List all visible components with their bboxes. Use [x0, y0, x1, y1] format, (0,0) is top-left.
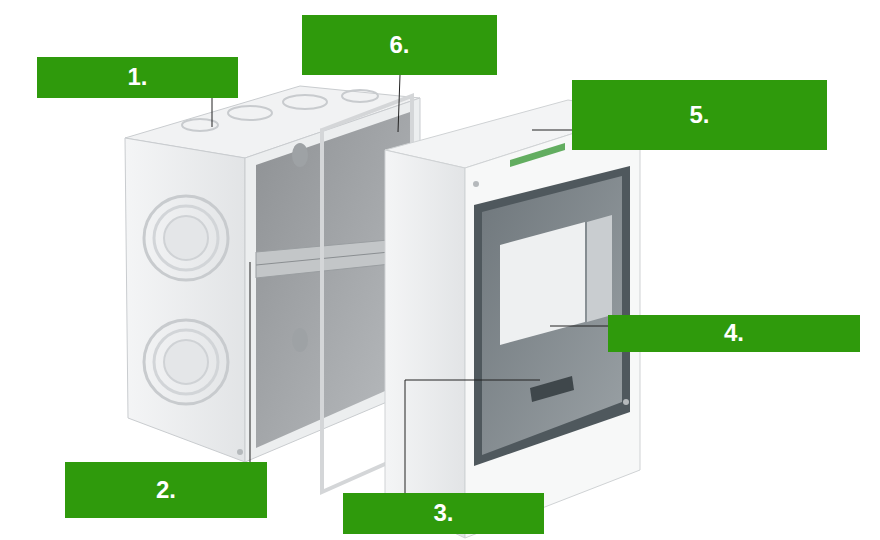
illustration-part	[474, 166, 630, 466]
callout-number: 4.	[724, 320, 744, 346]
callout-number: 1.	[127, 64, 147, 90]
illustration-part	[292, 328, 308, 352]
illustration-part	[510, 143, 565, 167]
callout-box: 4.	[608, 315, 860, 352]
enclosure-base	[125, 86, 420, 462]
illustration-part	[623, 399, 629, 405]
callout-number: 5.	[689, 102, 709, 128]
illustration-part	[212, 98, 213, 127]
illustration-part	[283, 95, 327, 109]
illustration-part	[292, 143, 308, 167]
illustration-part	[164, 216, 208, 260]
illustration-part	[532, 130, 572, 131]
illustration-part	[144, 320, 228, 404]
illustration-part	[144, 196, 228, 280]
illustration-part	[164, 340, 208, 384]
callout-number: 6.	[389, 32, 409, 58]
illustration-part	[342, 90, 378, 102]
callout-box: 2.	[65, 462, 267, 518]
illustration-part	[550, 326, 608, 327]
illustration-part	[250, 262, 251, 462]
illustration-part	[405, 380, 540, 493]
callout-number: 3.	[433, 500, 453, 526]
illustration-part	[398, 75, 400, 132]
illustration-part	[473, 181, 479, 187]
callout-box: 3.	[343, 493, 544, 534]
illustration-part	[500, 222, 585, 345]
illustration-part	[587, 215, 612, 322]
leader-lines	[212, 75, 608, 493]
illustration-part	[182, 119, 218, 131]
callout-number: 2.	[156, 477, 176, 503]
illustration-part	[482, 176, 622, 455]
callout-box: 1.	[37, 57, 238, 98]
illustration-part	[228, 106, 272, 120]
enclosure-cover	[385, 100, 640, 538]
illustration-part	[237, 449, 243, 455]
illustration-part	[125, 138, 245, 462]
callout-box: 6.	[302, 15, 497, 75]
illustration-part	[385, 150, 465, 538]
callout-box: 5.	[572, 80, 827, 150]
illustration-part	[154, 330, 218, 394]
illustration-part	[154, 206, 218, 270]
